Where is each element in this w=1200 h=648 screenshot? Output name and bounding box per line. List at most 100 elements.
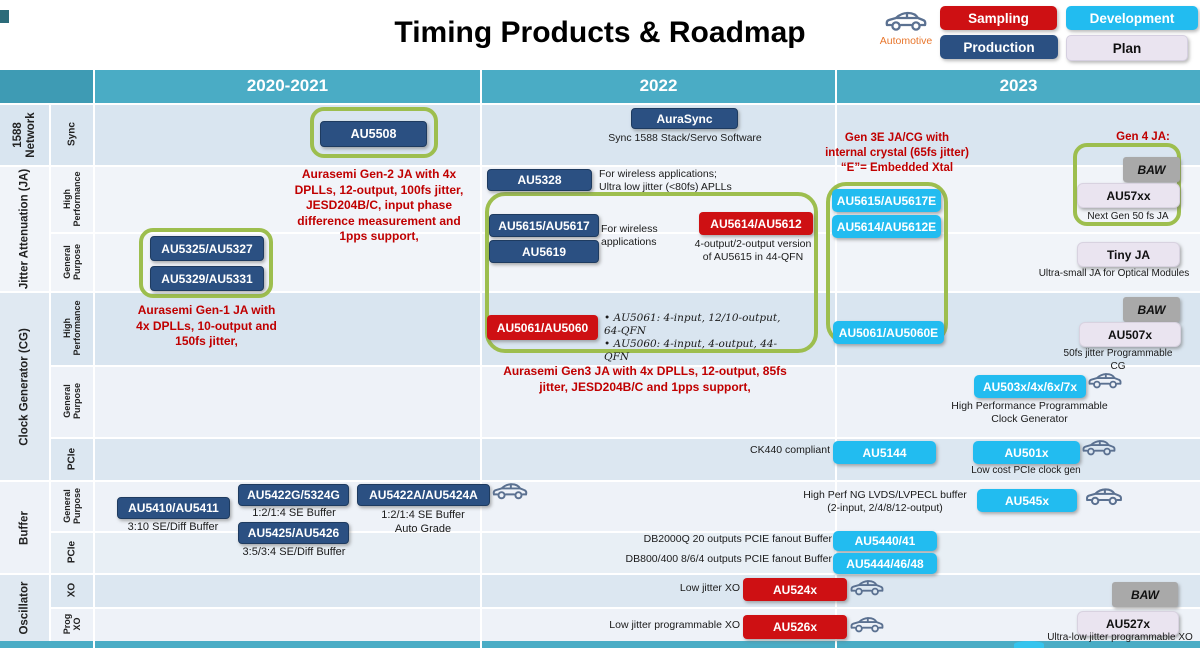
legend-sampling: Sampling	[940, 6, 1057, 30]
product-aurasync: AuraSync	[631, 108, 738, 129]
annotation-gen3e: Gen 3E JA/CG with internal crystal (65fs…	[825, 132, 969, 174]
grid-line	[835, 70, 837, 648]
caption-au527x: Ultra-low jitter programmable XO	[1047, 632, 1193, 643]
product-au5614-au5612e: AU5614/AU5612E	[832, 215, 941, 238]
highlight-outline-gen3-2022	[485, 192, 818, 353]
product-au5422a-au5424a: AU5422A/AU5424A	[357, 484, 490, 506]
row-category-buffer: Buffer	[0, 480, 49, 573]
product-au507x: AU507x	[1079, 322, 1181, 347]
grid-line	[480, 70, 482, 648]
product-au501x: AU501x	[973, 441, 1080, 464]
row-subcategory-buffer-general-purpose: General Purpose	[61, 487, 82, 524]
product-au5619: AU5619	[489, 240, 599, 263]
annotation-gen1: Aurasemi Gen-1 JA with 4x DPLLs, 10-outp…	[136, 303, 277, 349]
caption-au5422a: 1:2/1:4 SE Buffer Auto Grade	[381, 509, 465, 535]
product-au5061-au5060e: AU5061/AU5060E	[833, 321, 944, 344]
automotive-icon	[884, 8, 928, 34]
timeline-header	[0, 70, 1200, 103]
caption-au5328: For wireless applications; Ultra low jit…	[599, 168, 732, 194]
product-au5444-46-48: AU5444/46/48	[833, 553, 937, 574]
product-baw-osc: BAW	[1112, 582, 1178, 607]
caption-au5410: 3:10 SE/Diff Buffer	[127, 521, 219, 533]
bottom-bar	[0, 641, 1200, 648]
highlight-outline-au5508	[310, 107, 438, 158]
product-au5144: AU5144	[833, 441, 936, 464]
row-category-clock-generator: Clock Generator (CG)	[0, 291, 49, 480]
automotive-icon	[1081, 437, 1117, 458]
row-subcategory-buffer-pcie: PCIe	[66, 540, 78, 564]
legend-production: Production	[940, 35, 1058, 59]
row-band-osc-prog-xo	[0, 607, 1200, 641]
product-au527x: AU527x	[1077, 611, 1179, 636]
product-au5329-au5331: AU5329/AU5331	[150, 266, 264, 291]
caption-tiny-ja: Ultra-small JA for Optical Modules	[1038, 268, 1190, 279]
product-au5410-au5411: AU5410/AU5411	[117, 497, 230, 519]
caption-aurasync: Sync 1588 Stack/Servo Software	[608, 132, 762, 144]
caption-wireless-applications: For wireless applications	[601, 223, 658, 249]
caption-au501x: Low cost PCIe clock gen	[971, 465, 1081, 476]
annotation-gen4: Gen 4 JA:	[1116, 131, 1170, 143]
caption-au503x: High Performance Programmable Clock Gene…	[951, 400, 1108, 426]
automotive-icon	[491, 480, 529, 502]
legend-plan: Plan	[1066, 35, 1188, 61]
row-subcategory-sync: Sync	[66, 122, 78, 146]
automotive-icon	[849, 614, 885, 635]
annotation-gen2: Aurasemi Gen-2 JA with 4x DPLLs, 12-outp…	[294, 167, 464, 244]
year-column-header-2020-2021: 2020-2021	[246, 76, 329, 95]
product-baw-cg: BAW	[1123, 297, 1180, 322]
product-baw-ja: BAW	[1123, 157, 1180, 182]
row-subcategory-ja-general-purpose: General Purpose	[61, 243, 82, 280]
automotive-icon	[849, 577, 885, 598]
row-band-ja-high-performance	[0, 165, 1200, 232]
caption-low-jitter-prog-xo: Low jitter programmable XO	[609, 619, 740, 631]
highlight-outline-gen4-ja	[1073, 143, 1181, 226]
product-au5508: AU5508	[320, 121, 427, 147]
legend-automotive-label: Automotive	[879, 35, 933, 47]
row-category-jitter-attenuation: Jitter Attenuation (JA)	[0, 165, 49, 291]
product-au5615-au5617e: AU5615/AU5617E	[832, 189, 941, 212]
row-subcategory-cg-high-performance: High Performance	[61, 300, 82, 356]
caption-au545x: High Perf NG LVDS/LVPECL buffer (2-input…	[803, 489, 967, 515]
product-au5425-au5426: AU5425/AU5426	[238, 522, 349, 544]
bottom-accent-dot	[1014, 641, 1044, 648]
product-au5328: AU5328	[487, 169, 592, 191]
row-band-buffer-pcie	[0, 531, 1200, 573]
row-band-1588-sync	[0, 103, 1200, 165]
product-au524x: AU524x	[743, 578, 847, 601]
product-au503x: AU503x/4x/6x/7x	[974, 375, 1086, 398]
grid-line	[93, 70, 95, 648]
grid-line	[49, 103, 51, 641]
timeline-header-label-cell	[0, 70, 93, 103]
product-au545x: AU545x	[977, 489, 1077, 512]
caption-db800: DB800/400 8/6/4 outputs PCIE fanout Buff…	[625, 553, 832, 565]
row-category-oscillator: Oscillator	[0, 573, 49, 641]
caption-au5422g: 1:2/1:4 SE Buffer	[252, 507, 336, 519]
product-au526x: AU526x	[743, 615, 847, 639]
highlight-outline-gen1-ja	[139, 228, 273, 298]
automotive-icon	[1084, 485, 1124, 508]
caption-next-gen-ja: Next Gen 50 fs JA	[1087, 211, 1169, 222]
row-subcategory-ja-high-performance: High Performance	[61, 170, 82, 227]
caption-au507x: 50fs jitter Programmable CG	[1063, 348, 1173, 372]
caption-au5061-bullets: • AU5061: 4-input, 12/10-output, 64-QFN …	[604, 312, 781, 364]
caption-au5614: 4-output/2-output version of AU5615 in 4…	[694, 238, 812, 264]
product-au5061-au5060: AU5061/AU5060	[487, 315, 598, 340]
product-au5422g-5324g: AU5422G/5324G	[238, 484, 349, 506]
row-subcategory-osc-prog-xo: Prog XO	[61, 613, 82, 635]
product-au5325-au5327: AU5325/AU5327	[150, 236, 264, 261]
page-title: Timing Products & Roadmap	[394, 16, 806, 49]
top-left-accent	[0, 10, 9, 23]
caption-au5425: 3:5/3:4 SE/Diff Buffer	[242, 546, 346, 558]
caption-db2000q: DB2000Q 20 outputs PCIE fanout Buffer	[643, 533, 832, 545]
caption-ck440: CK440 compliant	[750, 444, 830, 456]
automotive-icon	[1087, 370, 1123, 391]
row-subcategory-cg-general-purpose: General Purpose	[61, 383, 82, 420]
row-band-osc-xo	[0, 573, 1200, 607]
annotation-gen3: Aurasemi Gen3 JA with 4x DPLLs, 12-outpu…	[503, 364, 787, 394]
legend-development: Development	[1066, 6, 1198, 30]
year-column-header-2023: 2023	[999, 76, 1038, 95]
caption-low-jitter-xo: Low jitter XO	[679, 582, 740, 594]
product-au57xx: AU57xx	[1077, 183, 1180, 208]
product-au5614-au5612: AU5614/AU5612	[699, 212, 813, 235]
